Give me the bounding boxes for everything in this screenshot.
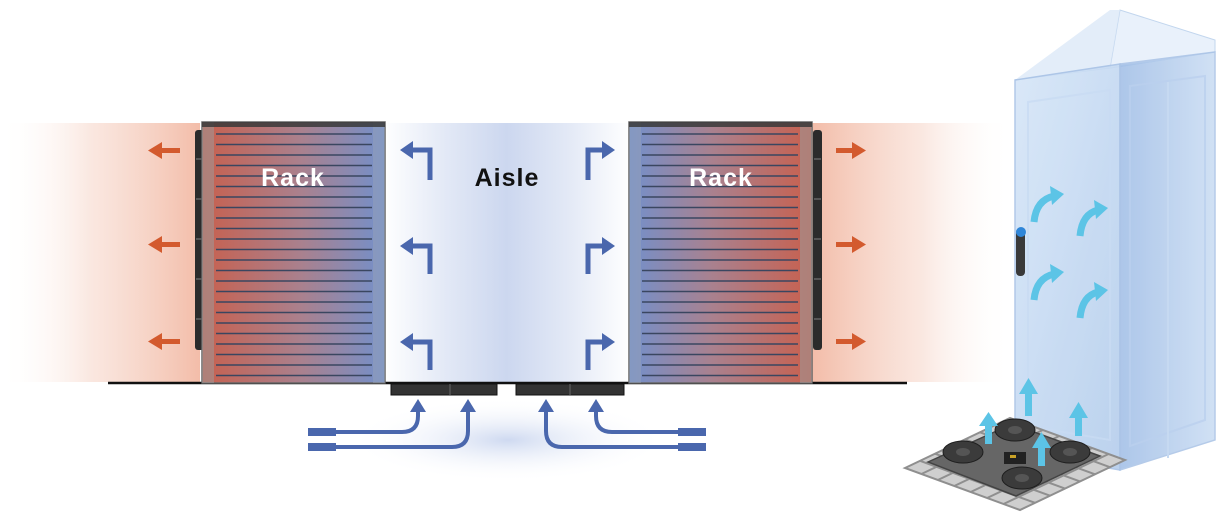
supply-pipe-right-outer (594, 410, 706, 434)
hot-zone-left (0, 123, 200, 382)
cabinet-arrow-3 (1030, 264, 1064, 301)
floor-supply-glow (348, 398, 668, 482)
aisle-arrow-left-3 (400, 333, 433, 370)
floor-grid-line (1003, 453, 1110, 505)
rack-left (195, 121, 386, 384)
rack-left-frame (202, 122, 214, 383)
floor-supply-arrowheads (410, 399, 604, 412)
cabinet-handle[interactable] (1016, 230, 1025, 276)
supply-pipe-left-inner (308, 410, 470, 449)
hot-arrow-left-1 (148, 142, 180, 159)
fan-up-arrow-3 (1032, 432, 1051, 466)
fan-up-arrows (979, 378, 1088, 466)
rack-left-door-hinges (196, 158, 203, 320)
aisle-arrow-right-2 (585, 237, 615, 274)
aisle-arrow-right-3 (585, 333, 615, 370)
fan-tray (902, 378, 1128, 512)
cabinet-airflow-arrows (1030, 186, 1108, 319)
hot-arrow-left-2 (148, 236, 180, 253)
cabinet-back-edge (1015, 10, 1120, 80)
cabinet-lock-light (1016, 227, 1026, 237)
floor-vent-left (390, 383, 498, 396)
cabinet-arrow-4 (1076, 282, 1108, 319)
fan-up-arrow-2 (1019, 378, 1038, 416)
aisle-arrow-right-1 (585, 141, 615, 180)
hot-arrow-right-2 (836, 236, 866, 253)
fan-up-arrow-4 (1069, 402, 1088, 436)
hot-arrow-left-3 (148, 333, 180, 350)
supply-pipe-caps (308, 428, 706, 451)
rack-right-door-hinges (814, 158, 821, 320)
aisle-label: Aisle (474, 164, 540, 192)
fan-icon (1049, 440, 1091, 464)
rack-right-slots (642, 133, 798, 377)
rack-left-slots (216, 133, 372, 377)
fan-icon (1001, 466, 1043, 490)
floor-supply-pipes (308, 410, 706, 449)
hot-arrow-right-1 (836, 142, 866, 159)
cabinet-arrow-2 (1076, 200, 1108, 237)
aisle-arrow-left-1 (400, 141, 433, 180)
fan-icon (942, 440, 984, 464)
cabinet-arrow-1 (1030, 186, 1064, 223)
supply-pipe-left-outer (308, 410, 420, 434)
hot-zone-right (812, 123, 1012, 382)
fan-icon (994, 418, 1036, 442)
aisle-arrows-left (400, 141, 433, 370)
glass-cabinet (1014, 9, 1216, 472)
aisle-arrows-right (585, 141, 615, 370)
rack-left-label: Rack (261, 164, 325, 192)
fan-up-arrow-1 (979, 412, 998, 444)
supply-pipe-right-inner (544, 410, 706, 449)
rack-right-label: Rack (689, 164, 753, 192)
aisle-arrow-left-2 (400, 237, 433, 274)
hot-exhaust-arrows-right (836, 142, 866, 350)
hot-arrow-right-3 (836, 333, 866, 350)
fans (942, 418, 1091, 490)
hot-exhaust-arrows-left (148, 142, 180, 350)
rack-right (628, 121, 822, 384)
